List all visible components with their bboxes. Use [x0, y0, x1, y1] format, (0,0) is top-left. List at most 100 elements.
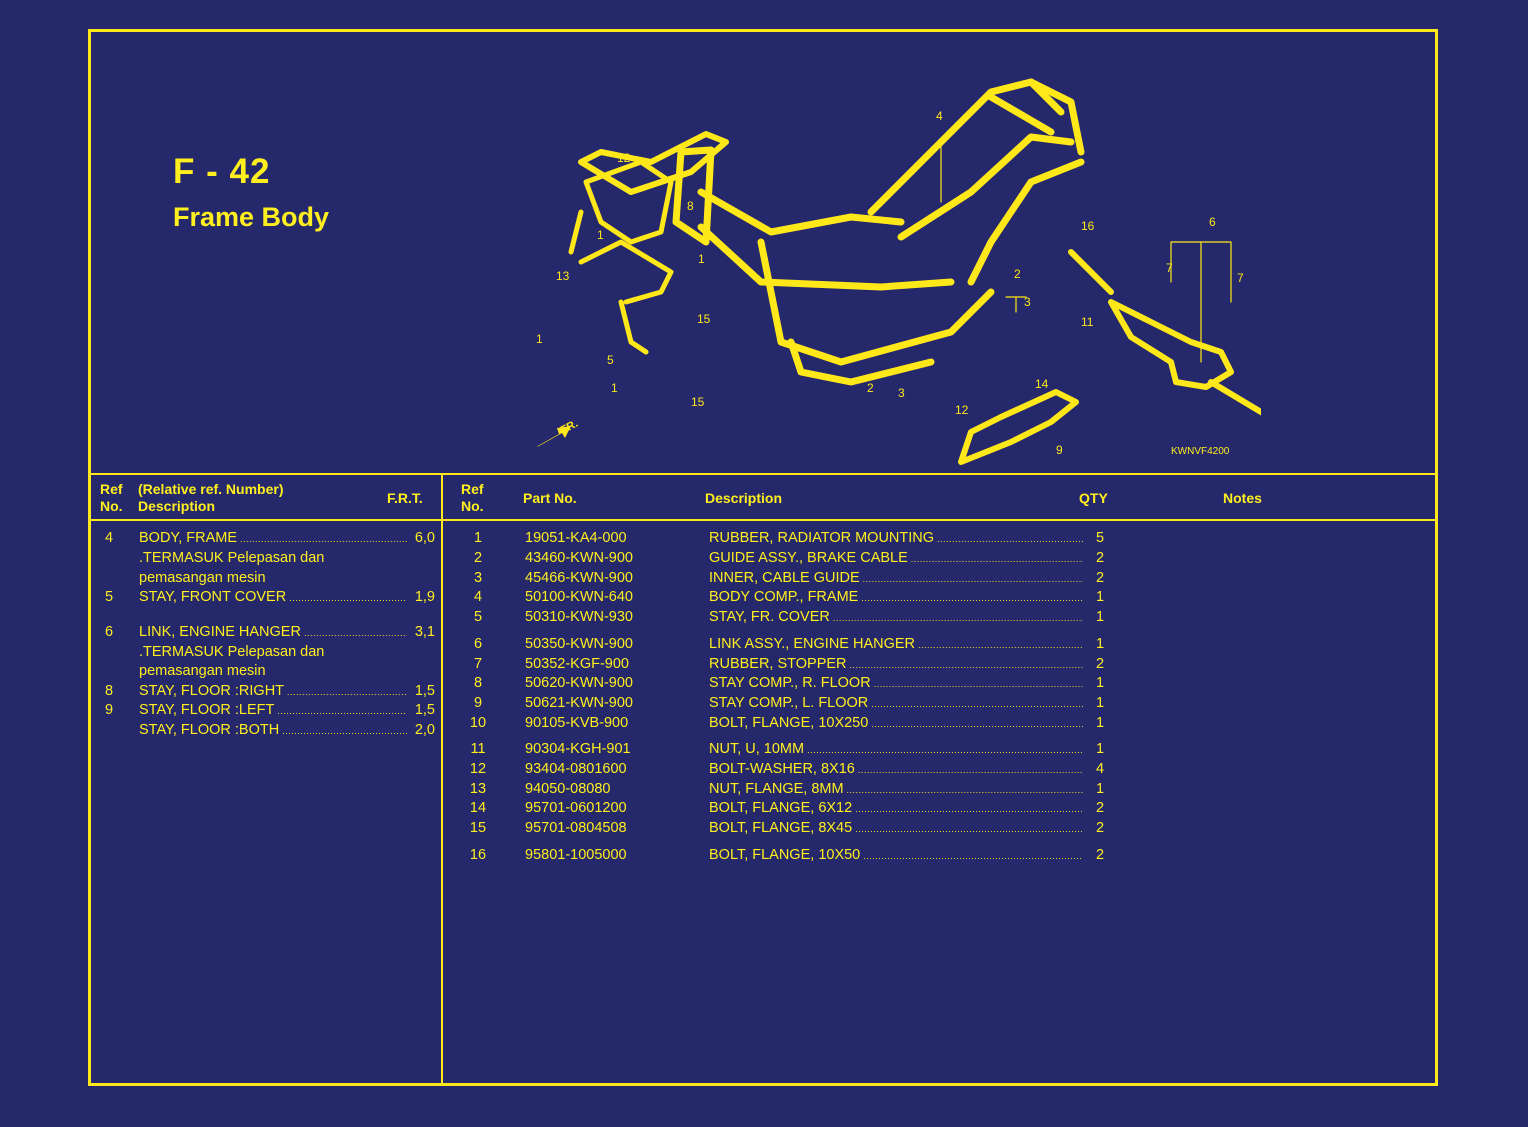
part-number: 50350-KWN-900: [525, 636, 633, 652]
link-engine-hanger-illustration: [1068, 249, 1261, 416]
floor-stay-left-illustration: [958, 389, 1079, 465]
frt-ref-number: 5: [105, 589, 114, 605]
part-number: 45466-KWN-900: [525, 570, 633, 586]
part-number: 90105-KVB-900: [525, 715, 629, 731]
svg-text:4: 4: [936, 109, 943, 123]
part-ref-number: 10: [469, 715, 487, 731]
part-quantity: 2: [1095, 656, 1105, 672]
right-header-ref: Ref No.: [461, 481, 484, 514]
part-ref-number: 7: [473, 656, 483, 672]
part-number: 43460-KWN-900: [525, 550, 633, 566]
svg-text:8: 8: [687, 199, 694, 213]
part-description: NUT, U, 10MM: [709, 740, 1083, 761]
frt-description: BODY, FRAME: [139, 529, 409, 550]
part-ref-number: 6: [473, 636, 483, 652]
svg-text:7: 7: [1166, 261, 1173, 275]
part-ref-number: 3: [473, 570, 483, 586]
svg-text:3: 3: [898, 386, 905, 400]
svg-text:11: 11: [1081, 315, 1094, 329]
svg-text:3: 3: [1024, 295, 1031, 309]
svg-text:15: 15: [697, 312, 711, 326]
part-number: 93404-0801600: [525, 761, 627, 777]
part-quantity: 2: [1095, 570, 1105, 586]
part-description: INNER, CABLE GUIDE: [709, 569, 1083, 590]
frt-description: pemasangan mesin: [139, 570, 266, 586]
part-ref-number: 9: [473, 695, 483, 711]
part-description: BOLT, FLANGE, 10X250: [709, 714, 1083, 735]
part-ref-number: 15: [469, 820, 487, 836]
frt-value: 3,1: [407, 623, 435, 643]
front-arrow-icon: FR.: [536, 418, 580, 447]
svg-text:12: 12: [617, 151, 631, 165]
part-description: NUT, FLANGE, 8MM: [709, 780, 1083, 801]
part-number: 50620-KWN-900: [525, 675, 633, 691]
svg-text:2: 2: [867, 381, 874, 395]
frt-description: STAY, FLOOR :RIGHT: [139, 682, 409, 703]
frt-description: LINK, ENGINE HANGER: [139, 623, 409, 644]
frt-value: 2,0: [407, 721, 435, 741]
part-ref-number: 5: [473, 609, 483, 625]
frt-value: 1,5: [407, 682, 435, 702]
frt-description: STAY, FRONT COVER: [139, 588, 409, 609]
part-description: RUBBER, STOPPER: [709, 655, 1083, 676]
frt-ref-number: 8: [105, 683, 114, 699]
part-description: STAY COMP., L. FLOOR: [709, 694, 1083, 715]
svg-text:5: 5: [607, 353, 614, 367]
part-description: RUBBER, RADIATOR MOUNTING: [709, 529, 1083, 550]
frt-value: 1,9: [407, 588, 435, 608]
part-quantity: 1: [1095, 589, 1105, 605]
figure-id: KWNVF4200: [1171, 446, 1230, 457]
part-ref-number: 2: [473, 550, 483, 566]
svg-text:2: 2: [1014, 267, 1021, 281]
front-label: FR.: [559, 418, 580, 437]
part-quantity: 1: [1095, 715, 1105, 731]
part-ref-number: 11: [470, 741, 486, 757]
table-header-divider: [91, 519, 1435, 521]
part-quantity: 1: [1095, 695, 1105, 711]
svg-text:1: 1: [597, 228, 604, 242]
table-top-divider: [91, 473, 1435, 475]
left-header-description: (Relative ref. Number) Description: [138, 481, 284, 514]
frt-ref-number: 4: [105, 530, 114, 546]
part-number: 94050-08080: [525, 781, 611, 797]
part-number: 95801-1005000: [525, 847, 627, 863]
exploded-parts-diagram: 12 8 1 13 1 1 5 15 1 15 4 2 3 2 3 14 12 …: [536, 78, 1261, 465]
svg-text:7: 7: [1237, 271, 1244, 285]
frt-description: .TERMASUK Pelepasan dan: [139, 550, 325, 566]
floor-stay-right-illustration: [578, 131, 729, 195]
part-number: 95701-0601200: [525, 800, 627, 816]
frt-ref-number: 9: [105, 702, 114, 718]
part-quantity: 2: [1095, 847, 1105, 863]
frt-description: pemasangan mesin: [139, 663, 266, 679]
svg-text:16: 16: [1081, 219, 1095, 233]
part-quantity: 5: [1095, 530, 1105, 546]
part-ref-number: 13: [469, 781, 487, 797]
part-description: BOLT, FLANGE, 8X45: [709, 819, 1083, 840]
part-quantity: 1: [1095, 636, 1105, 652]
page-code: F - 42: [173, 152, 271, 191]
frt-description: STAY, FLOOR :LEFT: [139, 701, 409, 722]
main-frame-illustration: [672, 78, 1085, 386]
svg-text:1: 1: [536, 332, 543, 346]
frt-value: 1,5: [407, 701, 435, 721]
right-header-qty: QTY: [1079, 490, 1108, 506]
part-number: 50310-KWN-930: [525, 609, 633, 625]
svg-text:13: 13: [556, 269, 570, 283]
svg-text:12: 12: [955, 403, 969, 417]
right-header-part-no: Part No.: [523, 490, 577, 506]
right-header-notes: Notes: [1223, 490, 1262, 506]
catalog-page-frame: F - 42 Frame Body: [88, 29, 1438, 1086]
part-number: 90304-KGH-901: [525, 741, 631, 757]
part-ref-number: 8: [473, 675, 483, 691]
part-quantity: 2: [1095, 800, 1105, 816]
page-title: Frame Body: [173, 202, 330, 232]
part-quantity: 2: [1095, 820, 1105, 836]
part-ref-number: 12: [469, 761, 487, 777]
left-header-ref: Ref No.: [100, 481, 123, 514]
part-description: BOLT, FLANGE, 10X50: [709, 846, 1083, 867]
frt-description: STAY, FLOOR :BOTH: [139, 721, 409, 742]
part-ref-number: 16: [469, 847, 487, 863]
part-description: STAY COMP., R. FLOOR: [709, 674, 1083, 695]
part-number: 95701-0804508: [525, 820, 627, 836]
svg-text:15: 15: [691, 395, 705, 409]
